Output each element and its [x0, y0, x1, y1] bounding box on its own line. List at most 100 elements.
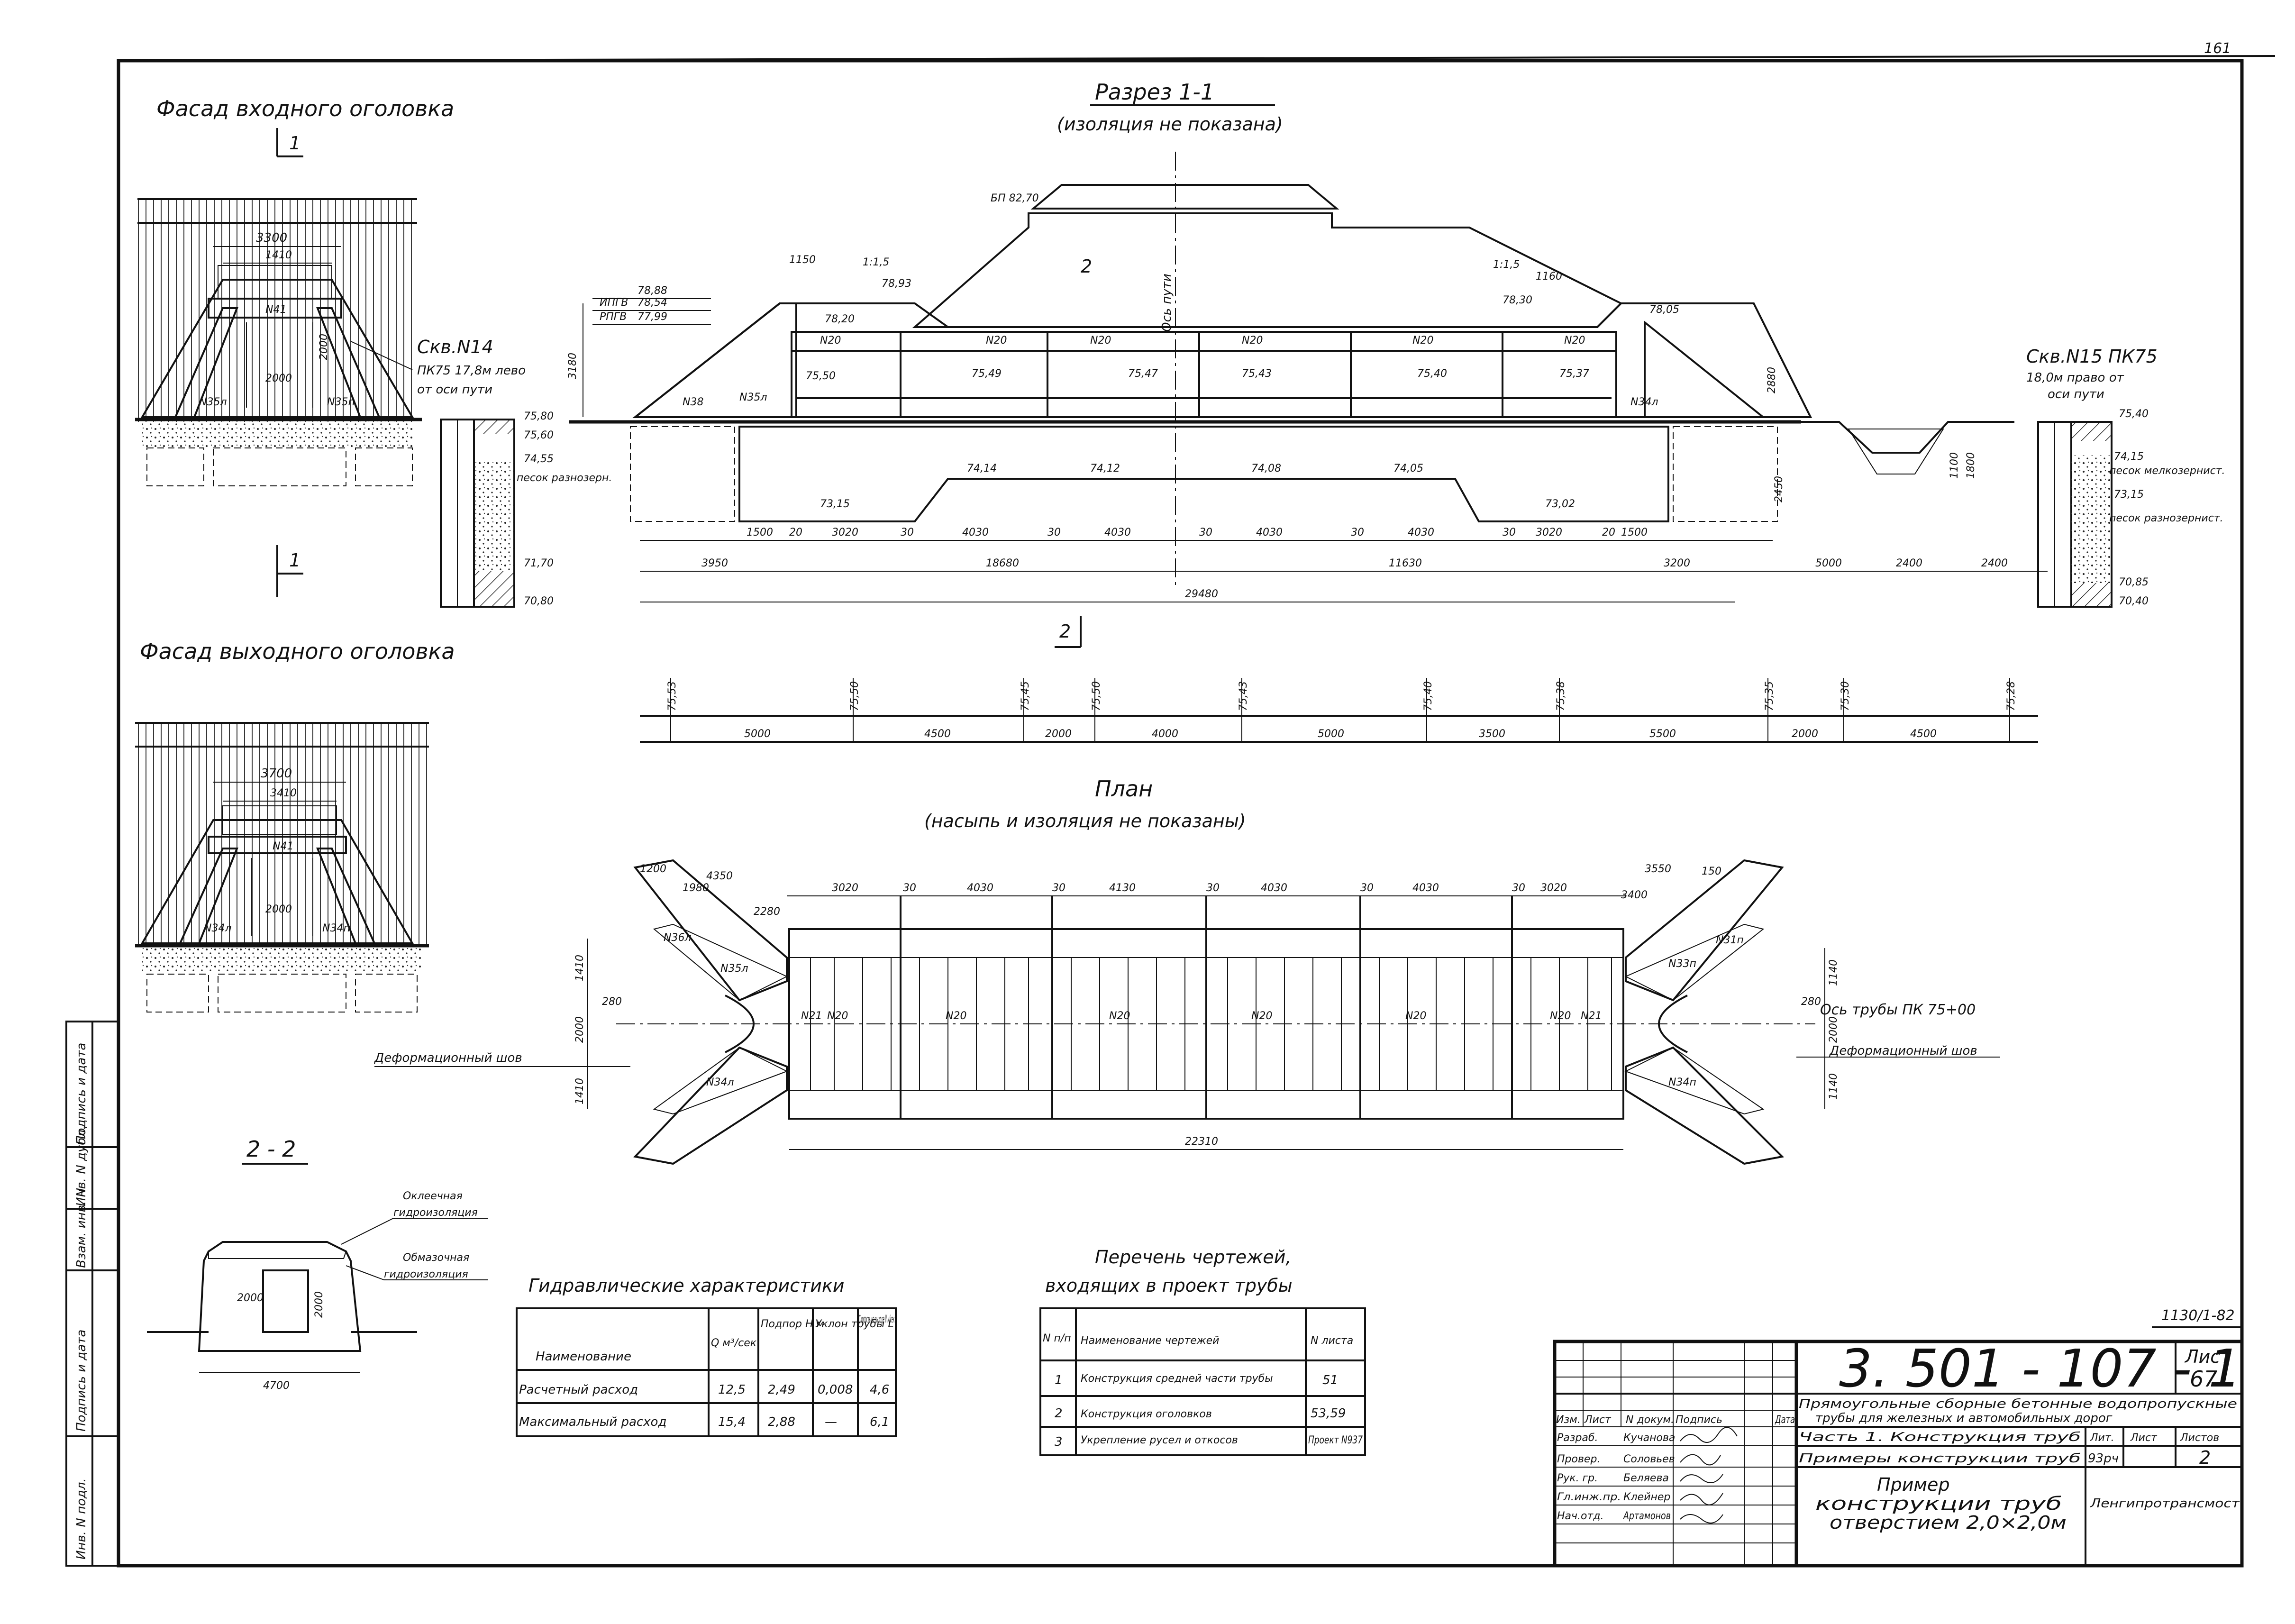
plan-dim-3: 30: [1052, 882, 1066, 894]
plan-left-vdim-3: 1410: [574, 1078, 586, 1104]
stamp-col-sign: Подпись: [1676, 1414, 1722, 1426]
frame-top-extension: [118, 55, 2276, 62]
borehole-15-soil-2: песок разнозернист.: [2109, 512, 2223, 524]
profile-level-6: 75,40: [1422, 681, 1434, 711]
plan-dim-4: 4130: [1109, 882, 1136, 894]
plan-block-6: N20: [1405, 1010, 1426, 1022]
stamp-col-date: Дата: [1775, 1414, 1795, 1426]
drawings-r2-2: 53,59: [1311, 1406, 1346, 1421]
plan-dim-2: 4030: [967, 882, 993, 894]
section-right-mark: 78,05: [1649, 304, 1679, 316]
plan-dim-1: 30: [903, 882, 916, 894]
hydraulics-h-1: Q м³/сек: [711, 1337, 757, 1349]
section-dim-r1-2: 3020: [832, 527, 858, 538]
plan-joint-left: Деформационный шов: [374, 1051, 522, 1065]
section-dim-r2-4: 5000: [1815, 557, 1842, 569]
stamp-series-tag: 1130/1-82: [2161, 1307, 2235, 1324]
borehole-14-level-1: 75,80: [524, 411, 554, 422]
outlet-facade: Фасад выходного оголовка N41 3700 3410 2…: [135, 639, 455, 1013]
plan-dim-6: 4030: [1261, 882, 1287, 894]
section-mark-7830: 78,30: [1503, 294, 1532, 306]
borehole-14-level-3: 74,55: [524, 453, 554, 465]
drawings-list: Перечень чертежей, входящих в проект тру…: [1039, 1247, 1366, 1456]
section-dim-r1-13: 20: [1602, 527, 1615, 538]
section-22-label2b: гидроизоляция: [384, 1268, 468, 1280]
section-dim-r1-14: 1500: [1621, 527, 1648, 538]
stamp-code: 3. 501 - 107 - 1: [1839, 1338, 2241, 1399]
inlet-facade: Фасад входного оголовка 1 1 N41 3300 141…: [135, 96, 454, 597]
stamp-name-5: Артамонов: [1622, 1510, 1671, 1522]
drawings-h-0: N п/п: [1043, 1332, 1071, 1344]
outlet-opening: 2000: [265, 903, 292, 915]
plan-wing-dim-r3: 150: [1702, 866, 1721, 877]
section-dim-r1-4: 4030: [962, 527, 989, 538]
stamp-subject-3: отверстием 2,0×2,0м: [1830, 1512, 2067, 1533]
profile-level-4: 75,50: [1091, 681, 1102, 711]
section-dim-r2-6: 2400: [1981, 557, 2008, 569]
borehole-15-title: Скв.N15 ПК75: [2026, 346, 2158, 367]
borehole-15-sub1: 18,0м право от: [2026, 371, 2124, 385]
side-strip-2: Подпись и дата: [74, 1330, 89, 1432]
inlet-block-label: N41: [265, 304, 286, 316]
borehole-15: Скв.N15 ПК75 18,0м право от оси пути 75,…: [2026, 346, 2225, 608]
hydraulics-r1-2: 2,49: [768, 1383, 795, 1397]
drawings-r2-1: Конструкция оголовков: [1081, 1408, 1212, 1420]
section-dim-r2-5: 2400: [1896, 557, 1922, 569]
stamp-sheet-num: 67: [2190, 1366, 2218, 1392]
inlet-dim-inner: 1410: [265, 249, 292, 261]
section-dim-r2-2: 11630: [1389, 557, 1422, 569]
section-block-2: N20: [986, 335, 1007, 347]
stamp-col-list: Лист: [1584, 1414, 1612, 1426]
plan-wing-dim-r1: 3550: [1645, 863, 1671, 875]
section-mark-7820: 78,20: [825, 313, 855, 325]
plan-joint-right: Деформационный шов: [1829, 1044, 1977, 1058]
outlet-dim-total: 3700: [261, 766, 292, 781]
hydraulics-r2-2: 2,88: [768, 1415, 795, 1429]
profile-span-3: 2000: [1045, 728, 1072, 740]
hydraulics-r2-1: 15,4: [718, 1415, 746, 1429]
section-dim-r1-12: 3020: [1536, 527, 1562, 538]
section-berm-left: 1150: [789, 254, 816, 266]
profile-level-2: 75,50: [849, 681, 861, 711]
borehole-15-level-5: 70,40: [2119, 595, 2149, 607]
plan-left-vdim-2: 2000: [574, 1016, 586, 1043]
profile-level-9: 75,30: [1840, 681, 1851, 711]
borehole-15-level-3: 73,15: [2114, 489, 2144, 501]
side-strip-1: Инв. N подл.: [74, 1478, 89, 1560]
hydraulics-r2-3: —: [825, 1415, 837, 1429]
borehole-14-sub1: ПК75 17,8м лево: [417, 364, 526, 378]
outlet-dim-inner: 3410: [270, 787, 297, 799]
outlet-facade-title: Фасад выходного оголовка: [140, 639, 455, 664]
plan-dim-5: 30: [1206, 882, 1220, 894]
section-height-found: 2450: [1773, 476, 1785, 502]
hydraulics-r1-0: Расчетный расход: [519, 1383, 638, 1397]
side-strip-4: Инв. N дубл.: [74, 1126, 89, 1206]
borehole-15-level-1: 75,40: [2119, 408, 2149, 420]
section-berm-right: 1160: [1536, 271, 1562, 283]
stamp-lists-label: Листов: [2180, 1432, 2219, 1444]
drawings-r2-0: 2: [1055, 1406, 1063, 1421]
stamp-subject-2: конструкции труб: [1815, 1493, 2062, 1514]
plan-block-5: N20: [1251, 1010, 1272, 1022]
stamp-role-1: Разраб.: [1557, 1432, 1598, 1444]
borehole-14-level-2: 75,60: [524, 429, 554, 441]
section-left-mark-3-label: РПГВ: [600, 311, 627, 323]
sheet-corner-number: 161: [2204, 40, 2231, 57]
section-bottom-3: 74,12: [1090, 463, 1120, 474]
profile-span-8: 2000: [1792, 728, 1818, 740]
drawings-title-2: входящих в проект трубы: [1045, 1275, 1293, 1296]
plan-wing-dim-3: 4350: [706, 870, 733, 882]
section-dim-r2-0: 3950: [701, 557, 728, 569]
stamp-subject-1: Пример: [1877, 1474, 1950, 1495]
stamp-name-3: Беляева: [1623, 1472, 1669, 1484]
profile-strip: 75,53 75,50 75,45 75,50 75,43 75,40 75,3…: [640, 678, 2038, 743]
borehole-14-title: Скв.N14: [417, 337, 493, 357]
hydraulics-table: Гидравлические характеристики Наименован…: [516, 1275, 897, 1437]
section-left-mark-3: 77,99: [638, 311, 667, 323]
drawings-r3-2: Проект N937: [1308, 1434, 1363, 1446]
section-tray-4: 75,43: [1242, 368, 1272, 380]
inlet-right-block: N35п: [327, 396, 355, 408]
drawings-title-1: Перечень чертежей,: [1095, 1247, 1291, 1268]
plan-block-4: N20: [1109, 1010, 1130, 1022]
stamp-col-izm: Изм.: [1556, 1414, 1581, 1426]
